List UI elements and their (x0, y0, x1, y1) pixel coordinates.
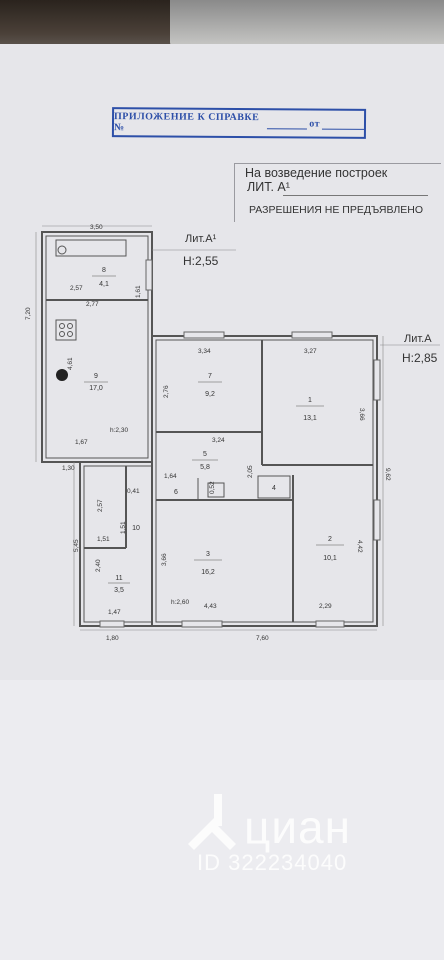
room-11-area: 3,5 (114, 587, 124, 594)
room-7-number: 7 (208, 373, 212, 380)
room-4-number: 4 (272, 485, 276, 492)
dim-052: 0,52 (209, 481, 216, 494)
windows (99, 259, 381, 628)
label-h-a1: Н:2,55 (183, 254, 219, 268)
room-3-area: 16,2 (201, 569, 215, 576)
dim-962: 9,62 (384, 468, 391, 481)
desk-light-area (170, 0, 444, 48)
dim-130: 1,30 (62, 465, 75, 472)
dim-720: 7,20 (25, 307, 32, 320)
dim-205: 2,05 (247, 465, 254, 478)
dim-350: 3,50 (90, 224, 103, 231)
room-3-number: 3 (206, 551, 210, 558)
plan-labels: Лит.А¹ Н:2,55 Лит.А Н:2,85 h:2,30 h:2,60 (110, 233, 438, 606)
room-5-area: 5,8 (200, 464, 210, 471)
window-11 (99, 620, 125, 628)
watermark-id: ID 322234040 (197, 850, 348, 875)
dimension-labels: 3,50 7,20 2,57 1,61 2,77 4,61 1,67 1,30 … (25, 224, 391, 642)
dim-276: 2,76 (163, 385, 170, 398)
walls (41, 231, 378, 627)
label-lit-a1: Лит.А¹ (185, 233, 217, 245)
dim-180: 1,80 (106, 635, 119, 642)
dim-461: 4,61 (67, 357, 74, 370)
window-2-right (373, 499, 381, 541)
cian-logo-icon (188, 794, 236, 850)
burner-2 (67, 323, 73, 329)
stove (55, 319, 77, 341)
dimension-lines (35, 225, 440, 631)
room-10-number: 10 (132, 525, 140, 532)
dim-041: 0,41 (127, 488, 140, 495)
window-2-bottom (315, 620, 345, 628)
label-h-a: Н:2,85 (402, 351, 438, 365)
house-outer-wall (151, 335, 378, 627)
window-1-right (373, 359, 381, 401)
dim-151a: 1,51 (120, 521, 127, 534)
room-11-number: 11 (115, 575, 122, 582)
dim-442: 4,42 (356, 540, 363, 553)
window-3 (181, 620, 223, 628)
dim-443: 4,43 (204, 603, 217, 610)
house-inner-wall (155, 339, 374, 623)
dim-277: 2,77 (86, 301, 99, 308)
dim-151b: 1,51 (97, 536, 110, 543)
dim-164: 1,64 (164, 473, 177, 480)
room-6-number: 6 (174, 489, 178, 496)
sink (57, 245, 67, 255)
burner-4 (67, 331, 73, 337)
window-1-top (291, 331, 333, 339)
bathtub (55, 239, 127, 257)
vestibule-outer-wall (79, 461, 153, 627)
dim-366b: 3,66 (161, 553, 168, 566)
label-h-room3: h:2,60 (171, 599, 189, 606)
dim-240: 2,40 (95, 559, 102, 572)
notice-line-2: ЛИТ. А¹ (247, 180, 290, 194)
label-lit-a: Лит.А (404, 333, 432, 345)
vestibule-inner-wall (83, 465, 153, 623)
room-labels: 8 4,1 9 17,0 7 9,2 1 13,1 5 5,8 6 4 3 16… (84, 267, 344, 594)
window-7 (183, 331, 225, 339)
permit-notice: На возведение построек ЛИТ. А¹ РАЗРЕШЕНИ… (234, 163, 441, 222)
room-8-number: 8 (102, 267, 106, 274)
room4-box (257, 475, 291, 499)
annex-outer-wall (41, 231, 153, 463)
watermark-brand: циан (244, 801, 352, 853)
notice-line-1: На возведение построек (245, 166, 388, 180)
room-1-number: 1 (308, 397, 312, 404)
dim-161: 1,61 (135, 285, 142, 298)
notice-line-3: РАЗРЕШЕНИЯ НЕ ПРЕДЪЯВЛЕНО (249, 204, 424, 216)
notice-underline (283, 195, 428, 196)
room-5-number: 5 (203, 451, 207, 458)
room-7-area: 9,2 (205, 391, 215, 398)
burner-1 (59, 323, 65, 329)
dim-257b: 2,57 (97, 499, 104, 512)
room-9-area: 17,0 (89, 385, 103, 392)
room-9-number: 9 (94, 373, 98, 380)
room-8-area: 4,1 (99, 281, 109, 288)
annex-inner-wall (45, 235, 149, 459)
dim-366a: 3,66 (358, 408, 365, 421)
dim-324: 3,24 (212, 437, 225, 444)
dim-327: 3,27 (304, 348, 317, 355)
dim-167: 1,67 (75, 439, 88, 446)
dim-334: 3,34 (198, 348, 211, 355)
burner-3 (59, 331, 65, 337)
dim-147: 1,47 (108, 609, 121, 616)
boiler-icon (56, 369, 68, 381)
stove-6 (207, 482, 225, 498)
window-8 (145, 259, 153, 291)
dim-545: 5,45 (73, 539, 80, 552)
room-1-area: 13,1 (303, 415, 317, 422)
dim-257a: 2,57 (70, 285, 83, 292)
dim-760: 7,60 (256, 635, 269, 642)
room-2-area: 10,1 (323, 555, 337, 562)
dim-229: 2,29 (319, 603, 332, 610)
label-h-room9: h:2,30 (110, 427, 128, 434)
room-2-number: 2 (328, 536, 332, 543)
